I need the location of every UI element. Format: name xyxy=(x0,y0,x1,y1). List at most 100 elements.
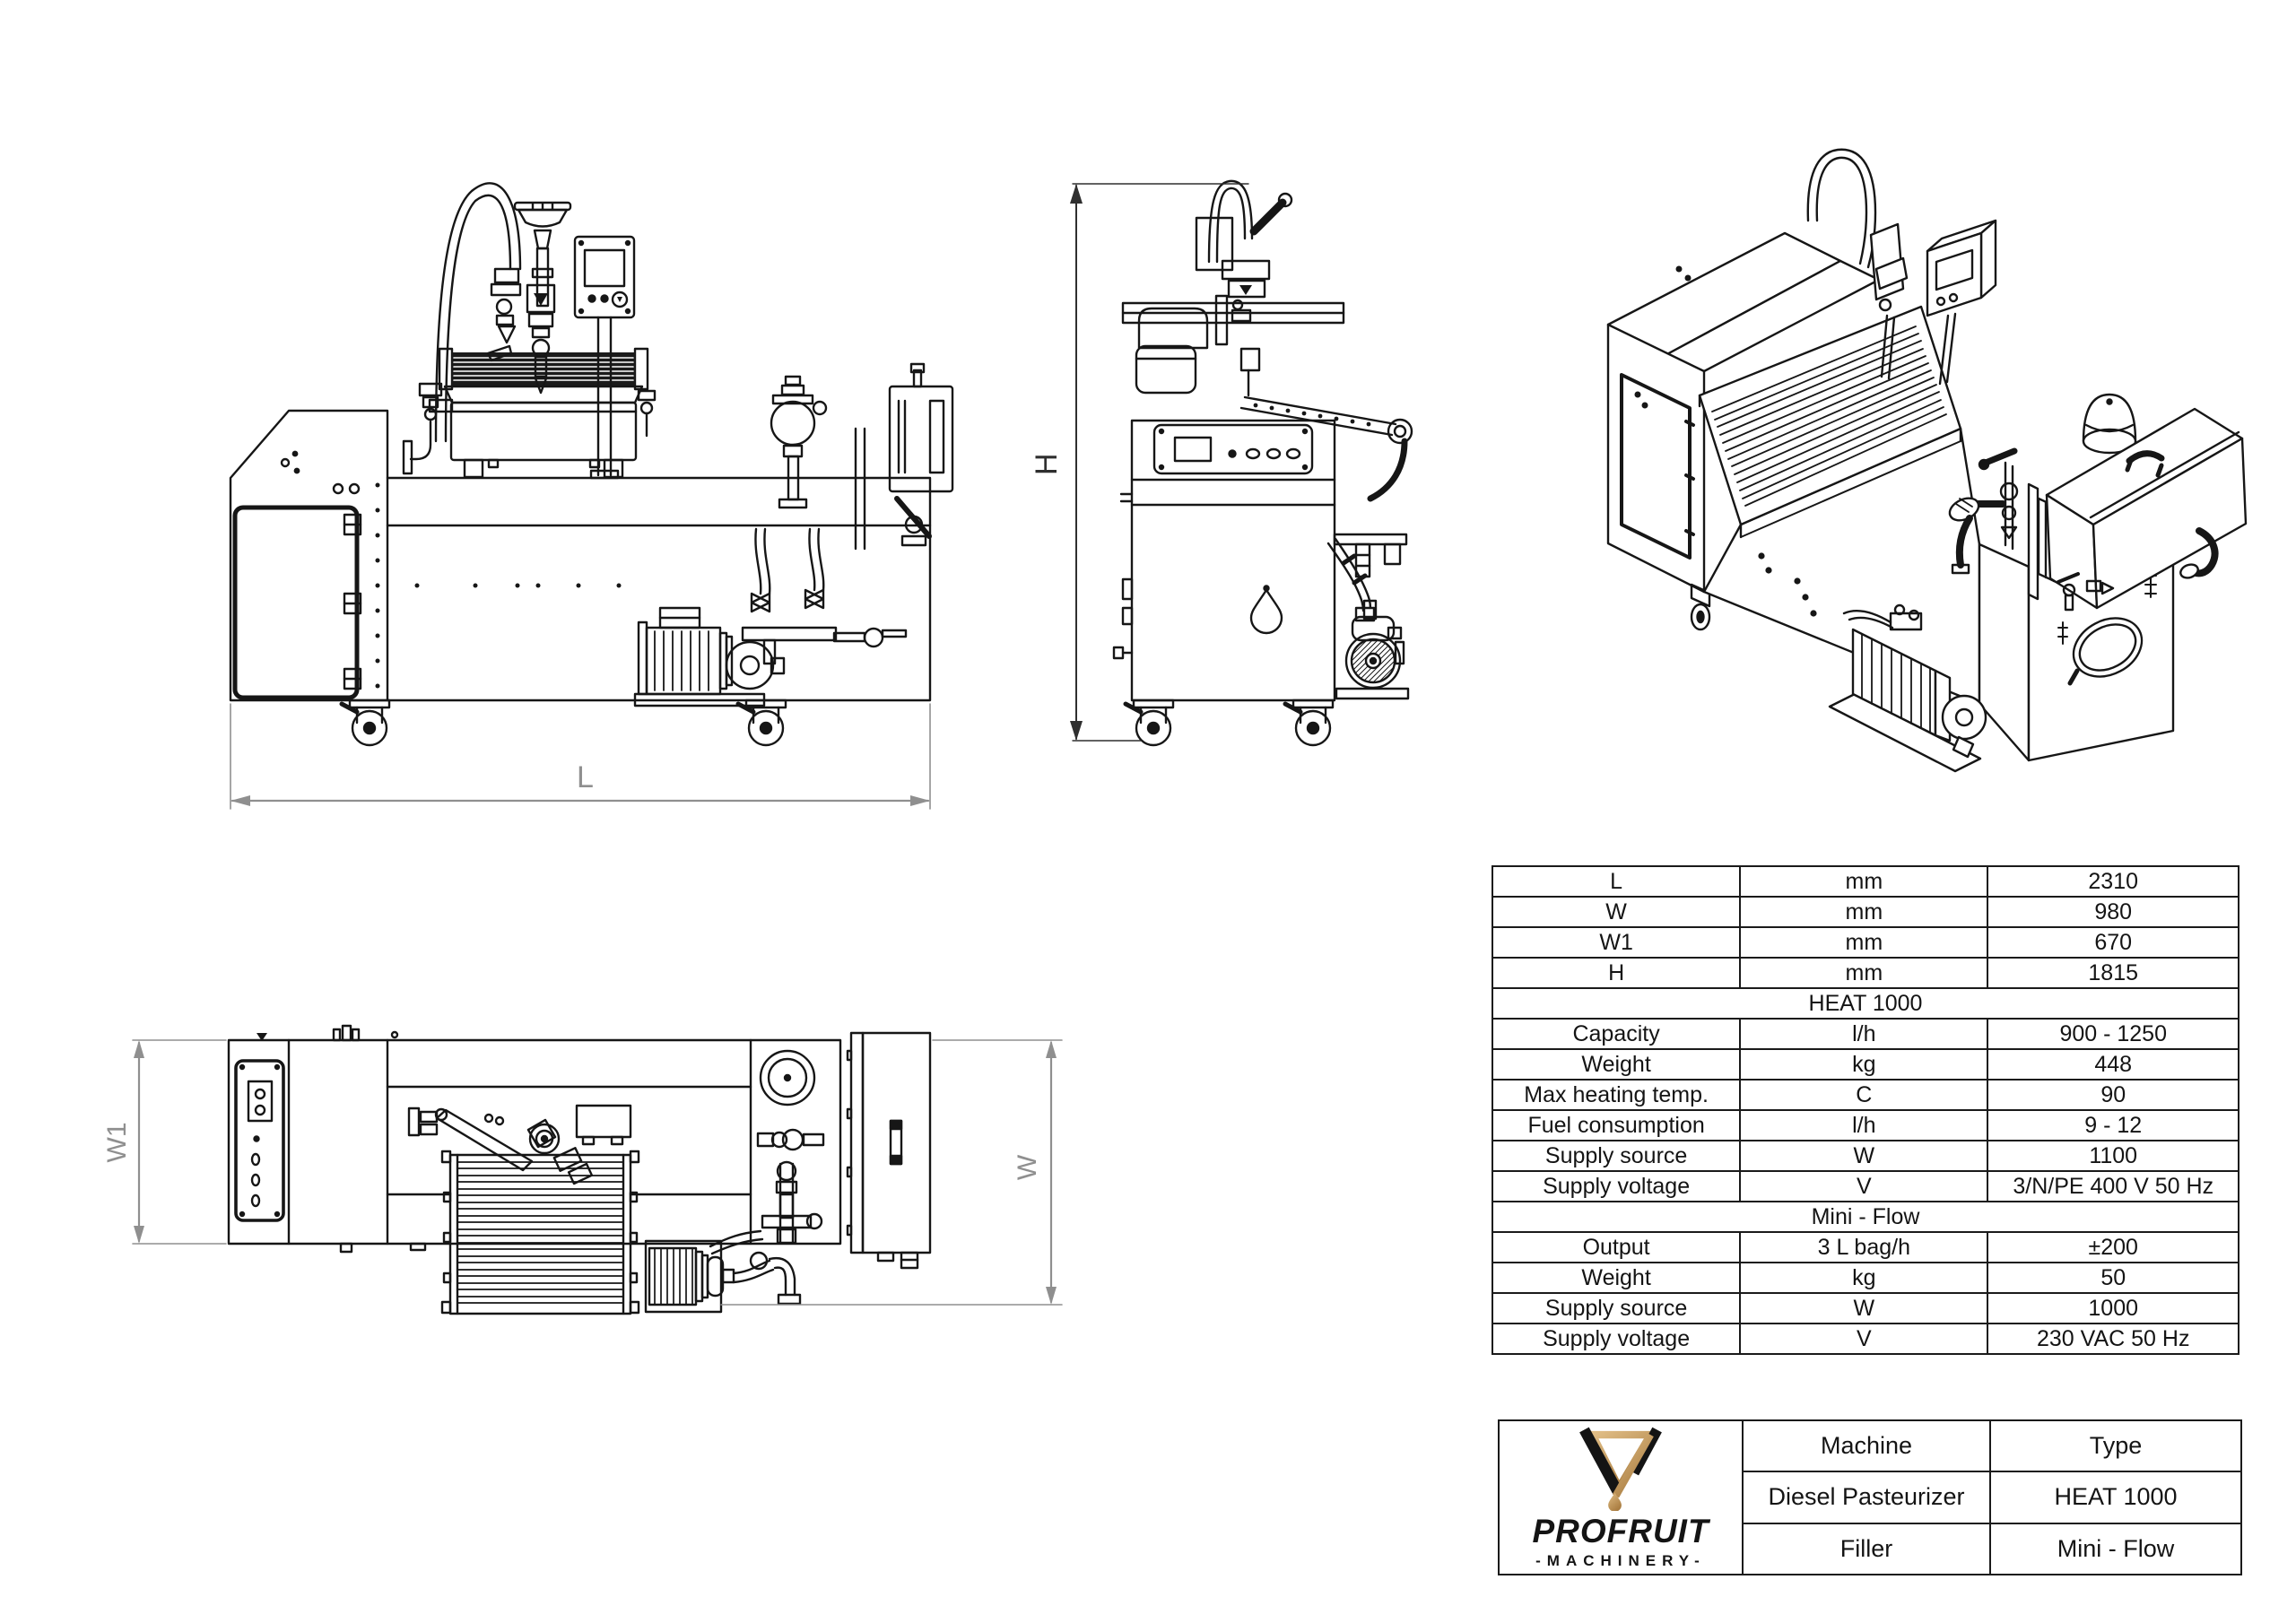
front-view: L xyxy=(229,182,954,810)
spec-cell: W1 xyxy=(1491,926,1742,959)
title-row: Diesel Pasteurizer HEAT 1000 xyxy=(1499,1471,2242,1524)
iso-door xyxy=(1620,373,1692,560)
logo-brand-text: PROFRUIT xyxy=(1532,1513,1709,1549)
top-pump xyxy=(644,1229,802,1314)
dim-label-width: W xyxy=(1013,1154,1042,1180)
iso-filler xyxy=(1806,148,1909,380)
spec-cell: Fuel consumption xyxy=(1491,1109,1742,1141)
spec-cell: 1100 xyxy=(1987,1140,2239,1172)
spec-cell: 230 VAC 50 Hz xyxy=(1987,1323,2239,1355)
iso-valves xyxy=(1948,447,2115,612)
spec-cell: l/h xyxy=(1739,1018,1989,1050)
top-door-panel xyxy=(234,1059,285,1222)
spec-cell: Supply voltage xyxy=(1491,1170,1742,1202)
side-control-panel xyxy=(1152,423,1314,475)
title-row: Filler Mini - Flow xyxy=(1499,1522,2242,1576)
spec-cell: 90 xyxy=(1987,1079,2239,1111)
company-logo: PROFRUIT -MACHINERY- xyxy=(1500,1421,1742,1574)
spec-cell: mm xyxy=(1739,957,1989,989)
spec-cell: C xyxy=(1739,1079,1989,1111)
spec-cell: V xyxy=(1739,1323,1989,1355)
title-machine-filler: Filler xyxy=(1742,1522,1991,1576)
spec-cell: V xyxy=(1739,1170,1989,1202)
spec-cell: 3/N/PE 400 V 50 Hz xyxy=(1987,1170,2239,1202)
spec-cell: Weight xyxy=(1491,1262,1742,1294)
dimension-height xyxy=(1070,183,1249,742)
dim-label-length: L xyxy=(577,760,594,794)
side-pump xyxy=(1326,537,1410,700)
spec-cell: W xyxy=(1739,1292,1989,1324)
front-caster-left xyxy=(342,700,389,745)
dimension-width xyxy=(720,1039,1063,1306)
spec-section-heat: HEAT 1000 xyxy=(1492,987,2239,1020)
spec-section-row: Mini - Flow xyxy=(1492,1201,2239,1233)
spec-cell: Supply source xyxy=(1491,1292,1742,1324)
spec-cell: 1815 xyxy=(1987,957,2239,989)
logo-mark-icon xyxy=(1579,1427,1662,1511)
top-filler xyxy=(407,1107,594,1185)
electrical-box xyxy=(888,362,954,547)
iso-panel xyxy=(1926,219,1997,386)
control-panel xyxy=(573,235,636,480)
spec-cell: 3 L bag/h xyxy=(1739,1231,1989,1263)
spec-cell: 50 xyxy=(1987,1262,2239,1294)
top-electrical-box xyxy=(575,1104,632,1146)
conveyor-arm xyxy=(1239,395,1413,578)
spec-cell: W xyxy=(1739,1140,1989,1172)
spec-cell: 1000 xyxy=(1987,1292,2239,1324)
spec-cell: mm xyxy=(1739,896,1989,928)
spec-cell: Capacity xyxy=(1491,1018,1742,1050)
wing-tank xyxy=(2045,407,2248,610)
top-lid-valves xyxy=(756,1049,825,1245)
title-block: PROFRUIT -MACHINERY- Machine Type Diesel… xyxy=(1498,1419,2242,1576)
filler-hose xyxy=(428,182,522,443)
spec-cell: H xyxy=(1491,957,1742,989)
accumulator-valves xyxy=(770,375,866,551)
spec-cell: Supply voltage xyxy=(1491,1323,1742,1355)
dim-label-width1: W1 xyxy=(102,1123,132,1163)
spec-cell: ±200 xyxy=(1987,1231,2239,1263)
title-row: PROFRUIT -MACHINERY- Machine Type xyxy=(1498,1419,2242,1575)
top-heat-exchanger xyxy=(440,1150,640,1315)
spec-cell: mm xyxy=(1739,865,1989,898)
top-view: W1 W xyxy=(102,1024,1063,1315)
duct-ring xyxy=(2072,617,2144,678)
spec-cell: Output xyxy=(1491,1231,1742,1263)
side-view: H xyxy=(1030,179,1413,745)
title-machine-pasteurizer: Diesel Pasteurizer xyxy=(1742,1471,1991,1524)
top-side-tank xyxy=(861,1031,932,1270)
spec-cell: Max heating temp. xyxy=(1491,1079,1742,1111)
dome-tank xyxy=(2082,393,2137,455)
title-type-miniflow: Mini - Flow xyxy=(1989,1522,2242,1576)
spec-cell: 2310 xyxy=(1987,865,2239,898)
spec-cell: 9 - 12 xyxy=(1987,1109,2239,1141)
side-caster-left xyxy=(1126,700,1173,745)
spec-cell: W xyxy=(1491,896,1742,928)
spec-cell: Supply source xyxy=(1491,1140,1742,1172)
dim-label-height: H xyxy=(1030,453,1064,475)
spec-cell: l/h xyxy=(1739,1109,1989,1141)
spec-cell: mm xyxy=(1739,926,1989,959)
spec-cell: kg xyxy=(1739,1262,1989,1294)
iso-caster xyxy=(1690,583,1711,631)
front-pump xyxy=(633,527,908,707)
spec-cell: L xyxy=(1491,865,1742,898)
title-header-type: Type xyxy=(1989,1419,2242,1473)
dimension-length xyxy=(230,703,931,810)
spec-section-miniflow: Mini - Flow xyxy=(1492,1201,2239,1233)
logo-cell: PROFRUIT -MACHINERY- xyxy=(1498,1419,1744,1575)
side-caster-right xyxy=(1285,700,1333,745)
